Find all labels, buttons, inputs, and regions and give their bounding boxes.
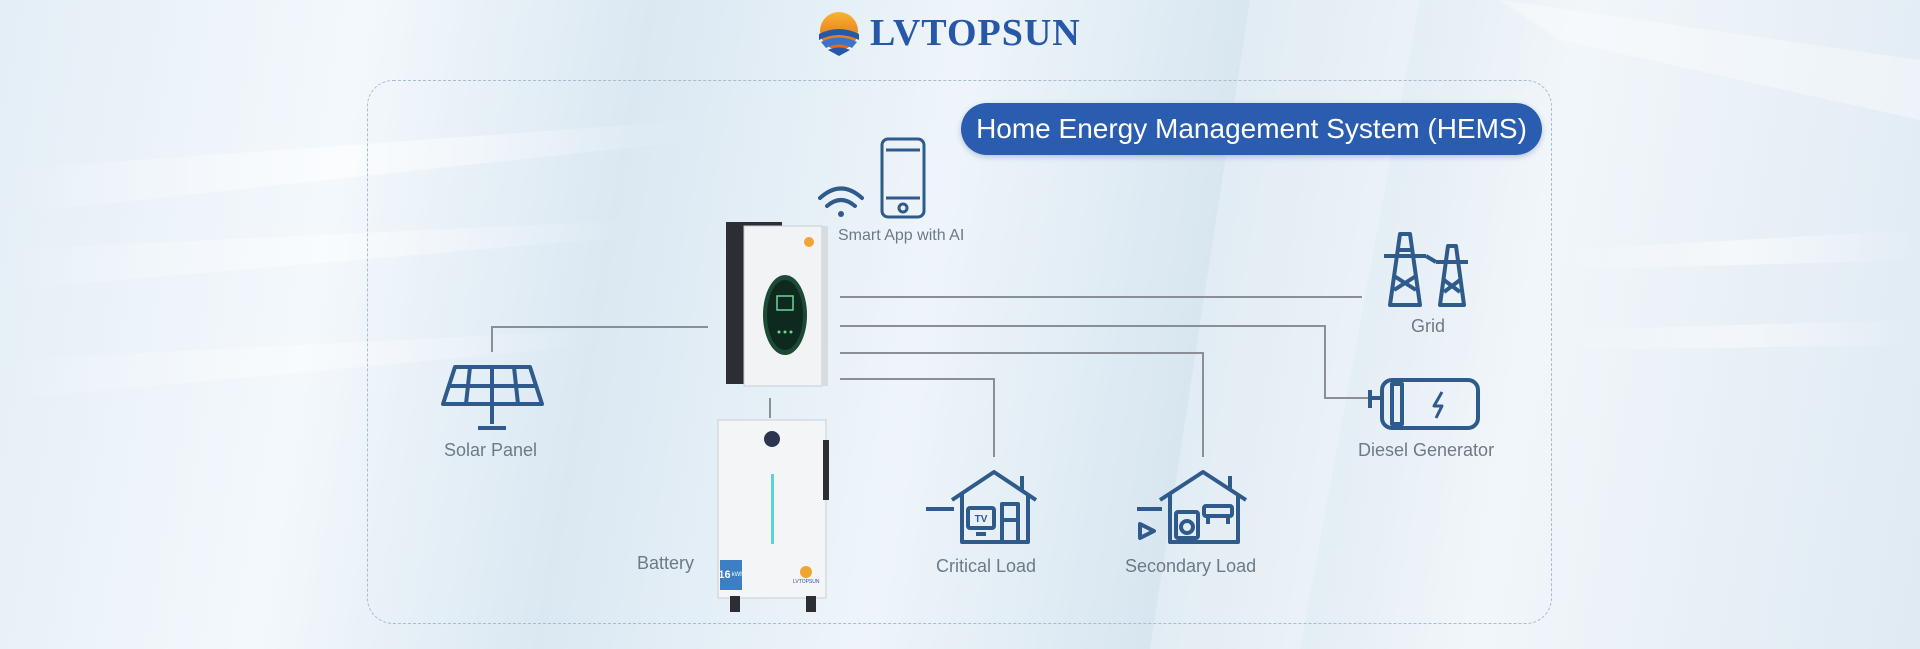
line-critical-load — [840, 378, 995, 457]
battery-power-button — [764, 431, 780, 447]
label-smart-app: Smart App with AI — [838, 227, 965, 244]
brand-logo: LVTOPSUN — [816, 8, 1081, 58]
label-grid: Grid — [1411, 316, 1446, 336]
label-secondary-load: Secondary Load — [1125, 556, 1257, 576]
secondary-load-house-icon — [1137, 470, 1248, 544]
battery-capacity-value: 16 — [718, 569, 731, 581]
diagram-title: Home Energy Management System (HEMS) — [961, 103, 1542, 155]
line-diesel — [840, 325, 1368, 399]
smartphone-icon — [880, 137, 926, 219]
label-solar-panel: Solar Panel — [444, 440, 538, 460]
connection-lines — [491, 296, 1368, 457]
battery-brand-text: LVTOPSUN — [793, 579, 820, 585]
label-battery: Battery — [637, 553, 695, 573]
battery-capacity-badge: 16 kWh — [718, 560, 744, 590]
wifi-icon — [818, 186, 864, 217]
solar-panel-icon — [441, 365, 544, 430]
line-secondary-load — [840, 352, 1204, 457]
line-solar — [491, 326, 708, 352]
grid-tower-icon — [1384, 232, 1468, 307]
system-frame — [367, 80, 1552, 624]
brand-name: LVTOPSUN — [870, 12, 1081, 54]
critical-load-house-icon — [926, 470, 1038, 544]
sun-logo-icon — [819, 12, 859, 56]
svg-text:TV: TV — [975, 514, 988, 525]
diesel-generator-icon — [1368, 378, 1480, 430]
label-critical-load: Critical Load — [936, 556, 1037, 576]
label-diesel-generator: Diesel Generator — [1358, 440, 1495, 460]
battery-capacity-unit: kWh — [731, 572, 744, 578]
inverter-device — [726, 222, 828, 387]
